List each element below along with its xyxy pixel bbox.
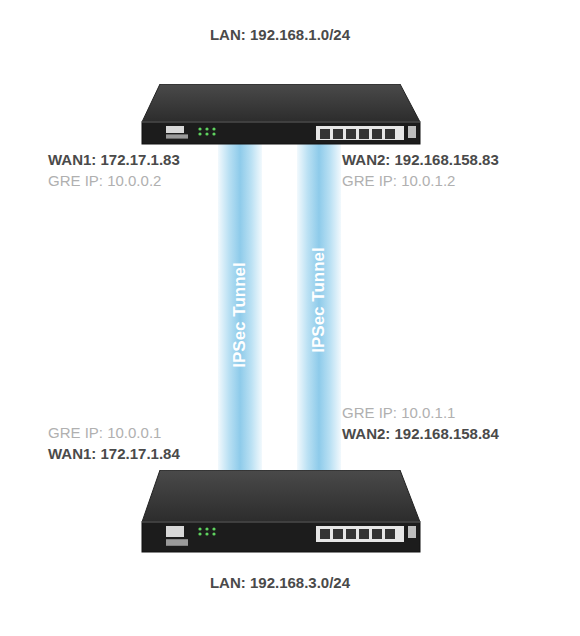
wan-address: WAN2: 192.168.158.84 xyxy=(342,425,499,442)
lan-label: LAN: 192.168.1.0/24 xyxy=(138,26,422,43)
wan-address: WAN1: 172.17.1.84 xyxy=(48,445,180,462)
gre-address: GRE IP: 10.0.0.2 xyxy=(48,172,161,189)
tunnel-label: IPSec Tunnel xyxy=(309,247,329,353)
gre-address: GRE IP: 10.0.1.1 xyxy=(342,404,455,421)
ipsec-tunnel xyxy=(218,140,262,476)
router-node: LAN: 192.168.1.0/24 xyxy=(138,20,422,145)
ipsec-tunnel xyxy=(297,140,341,476)
router-illustration xyxy=(138,84,422,146)
tunnel-label: IPSec Tunnel xyxy=(230,262,250,368)
router-node: LAN: 192.168.3.0/24 xyxy=(138,470,422,598)
wan-address: WAN1: 172.17.1.83 xyxy=(48,151,180,168)
router-illustration xyxy=(138,470,422,554)
gre-address: GRE IP: 10.0.1.2 xyxy=(342,172,455,189)
lan-label: LAN: 192.168.3.0/24 xyxy=(138,574,422,591)
gre-address: GRE IP: 10.0.0.1 xyxy=(48,424,161,441)
wan-address: WAN2: 192.168.158.83 xyxy=(342,151,499,168)
